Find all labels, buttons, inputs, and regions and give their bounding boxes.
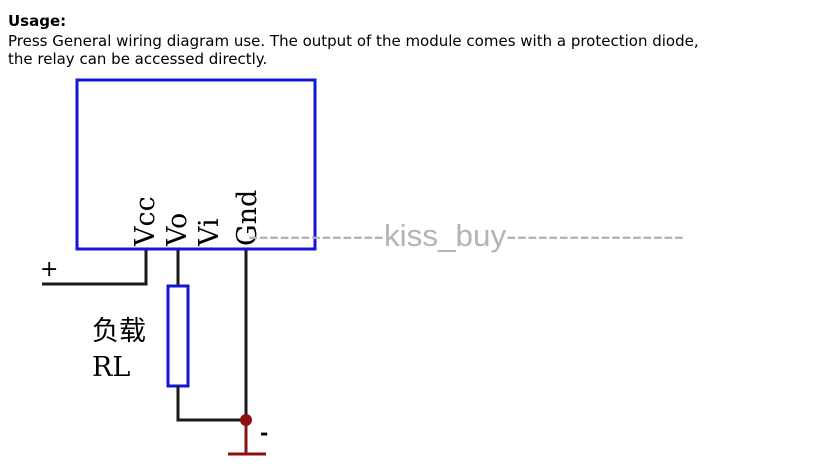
pin-label-vcc: Vcc (130, 196, 161, 247)
minus-terminal-label: - (260, 421, 268, 445)
pin-label-vo: Vo (162, 213, 193, 247)
load-return-wire (176, 386, 246, 422)
pin-label-gnd: Gnd (232, 190, 263, 246)
load-resistor (166, 284, 190, 388)
load-label-cn: 负载 (92, 316, 146, 347)
module-box (75, 78, 317, 251)
usage-line-2: the relay can be accessed directly. (8, 50, 268, 68)
watermark: -------------kiss_buy----------------- (248, 218, 684, 253)
vcc-wire (42, 250, 148, 286)
plus-terminal-label: + (40, 257, 58, 282)
pin-label-vi: Vi (194, 218, 225, 247)
load-label-rl: RL (92, 352, 130, 383)
usage-description: Press General wiring diagram use. The ou… (8, 32, 813, 68)
usage-title: Usage: (8, 12, 67, 30)
usage-line-1: Press General wiring diagram use. The ou… (8, 32, 699, 50)
